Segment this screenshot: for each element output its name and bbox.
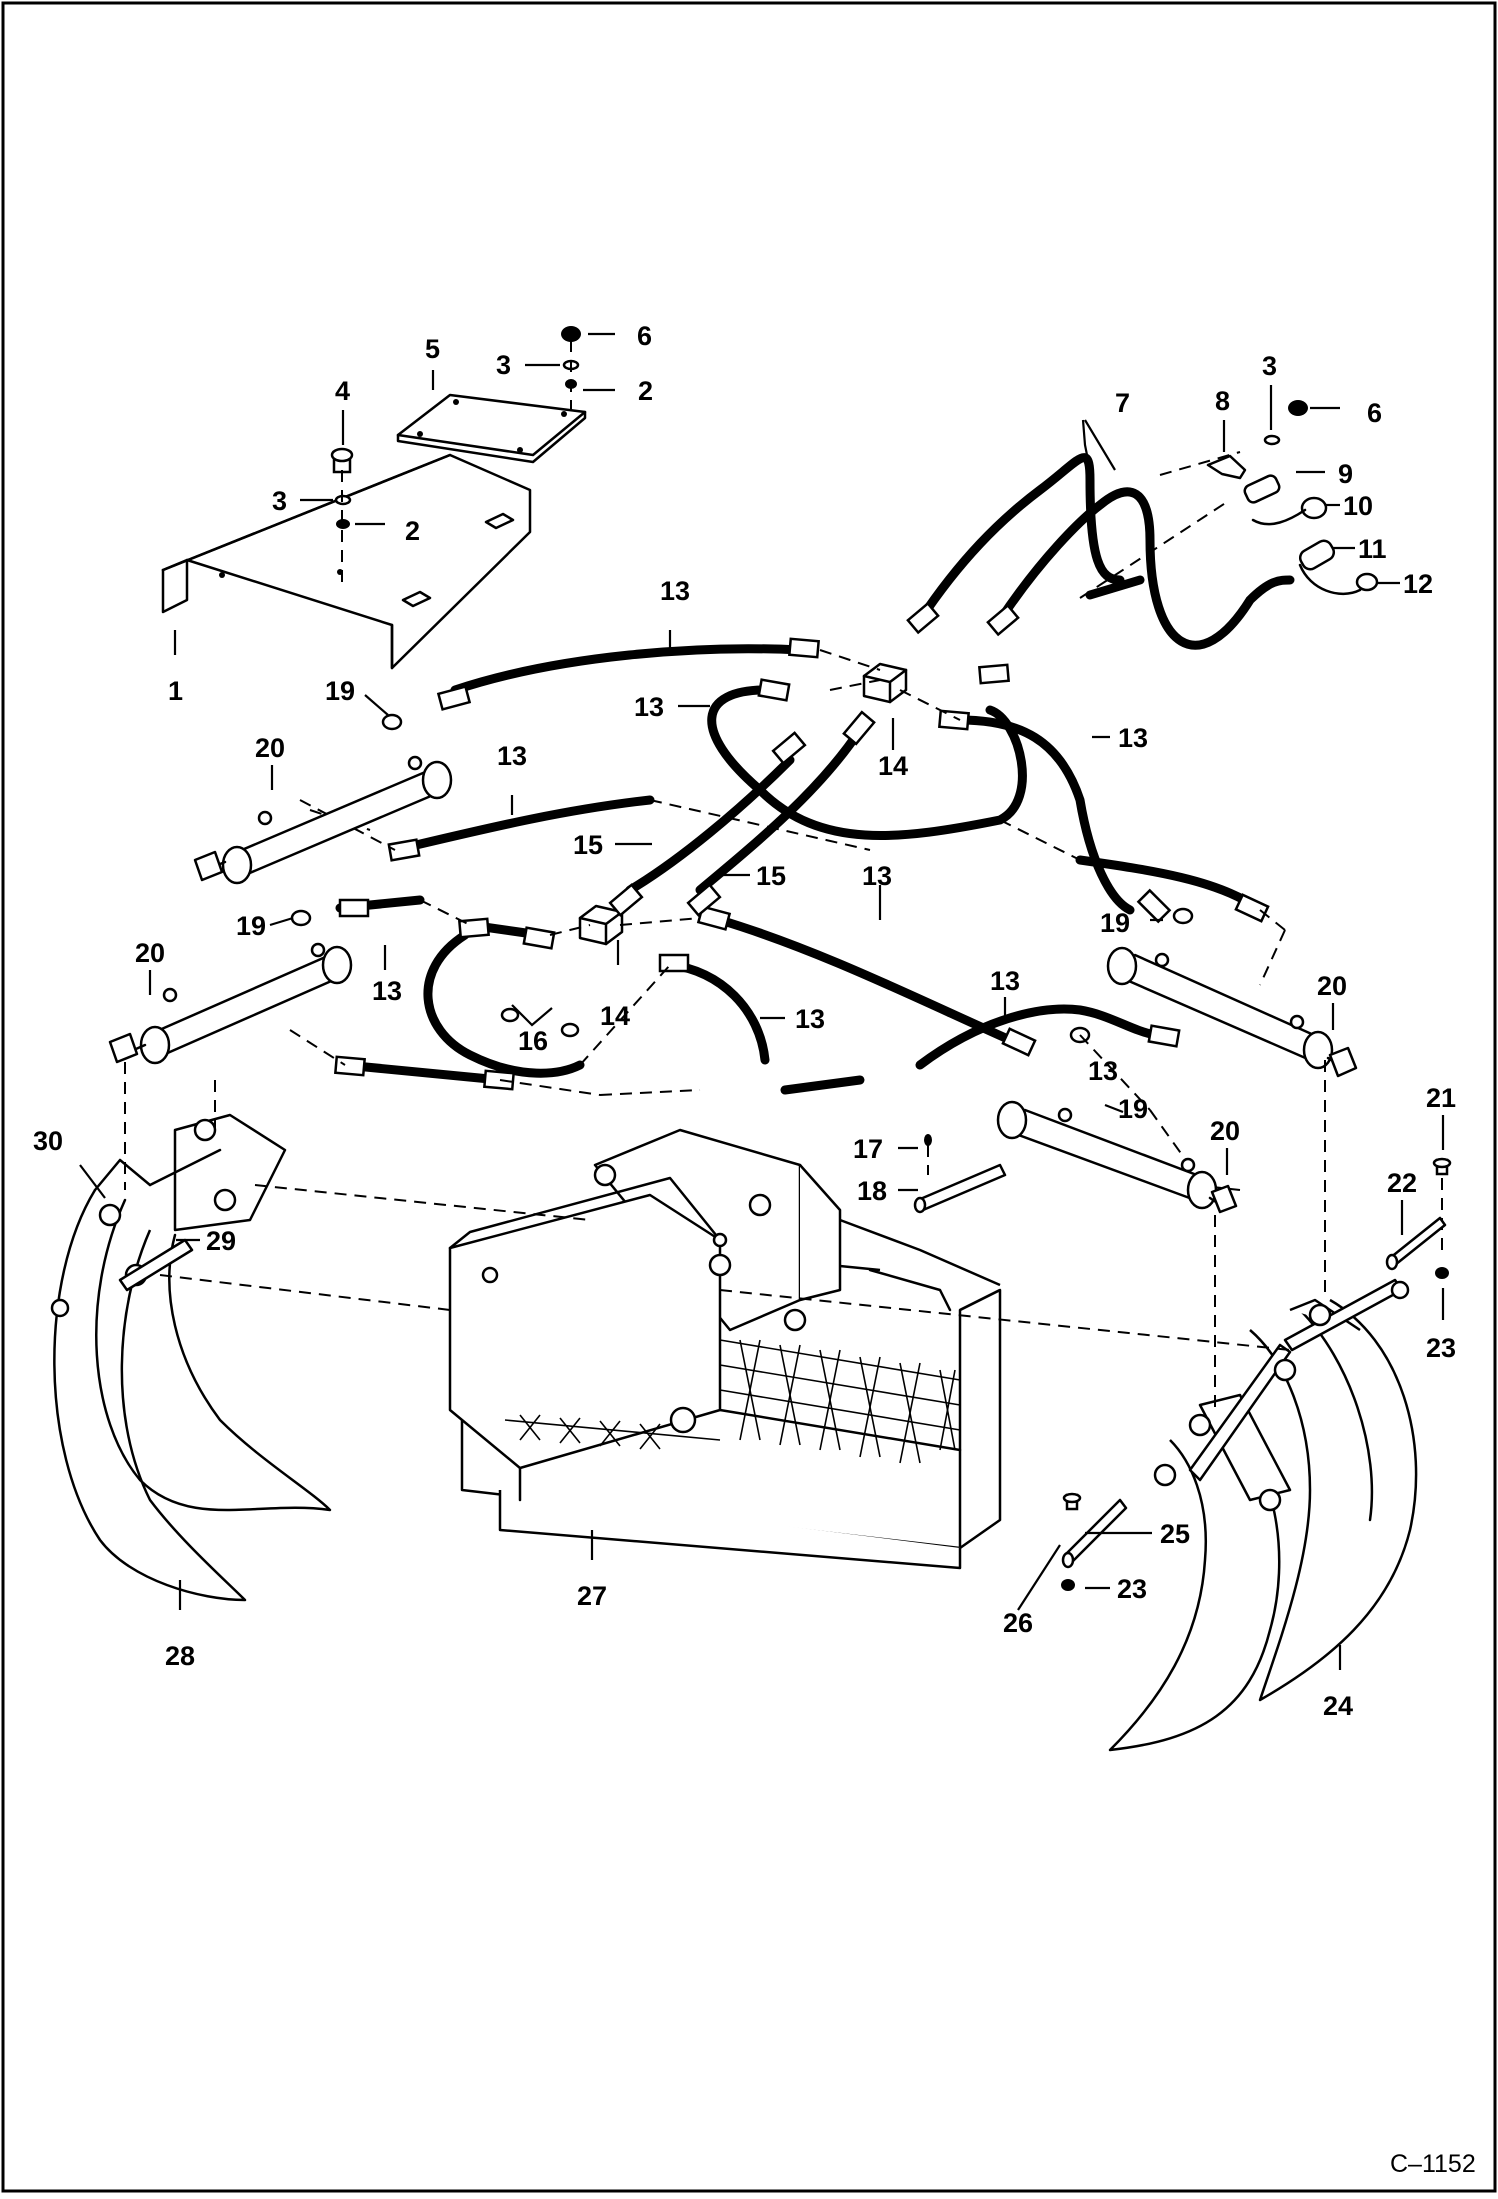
callout-26: 26 bbox=[1003, 1608, 1033, 1638]
cylinder-20-upper-left bbox=[193, 755, 453, 885]
callout-13: 13 bbox=[1118, 723, 1148, 753]
callout-13: 13 bbox=[660, 576, 690, 606]
callout-19: 19 bbox=[1100, 908, 1130, 938]
hoses-13-15 bbox=[290, 637, 1270, 1095]
cylinder-20-right-upper bbox=[1106, 946, 1358, 1078]
manifold-14-lower bbox=[578, 904, 624, 946]
callout-24: 24 bbox=[1323, 1691, 1353, 1721]
hardware-right bbox=[1061, 1157, 1452, 1591]
callout-2: 2 bbox=[405, 516, 420, 546]
callout-20: 20 bbox=[1317, 971, 1347, 1001]
callout-25: 25 bbox=[1160, 1519, 1190, 1549]
callout-5: 5 bbox=[425, 334, 440, 364]
callout-23: 23 bbox=[1117, 1574, 1147, 1604]
callout-3: 3 bbox=[1262, 351, 1277, 381]
callout-13: 13 bbox=[634, 692, 664, 722]
callout-7: 7 bbox=[1115, 388, 1130, 418]
callout-13: 13 bbox=[497, 741, 527, 771]
callout-2: 2 bbox=[638, 376, 653, 406]
callout-11: 11 bbox=[1358, 534, 1387, 564]
callout-13: 13 bbox=[990, 966, 1020, 996]
callout-19: 19 bbox=[1118, 1094, 1148, 1124]
callout-4: 4 bbox=[335, 376, 350, 406]
callout-13: 13 bbox=[1088, 1056, 1118, 1086]
callout-12: 12 bbox=[1403, 569, 1433, 599]
couplers-8-12 bbox=[1079, 400, 1379, 599]
callout-1: 1 bbox=[168, 676, 183, 706]
cylinder-20-right-lower bbox=[996, 1100, 1238, 1214]
callout-13: 13 bbox=[372, 976, 402, 1006]
part-27-grapple-frame bbox=[448, 1128, 1002, 1570]
callout-13: 13 bbox=[862, 861, 892, 891]
callout-6: 6 bbox=[637, 321, 652, 351]
callout-15: 15 bbox=[573, 830, 603, 860]
hardware-cover bbox=[330, 326, 581, 585]
callout-18: 18 bbox=[857, 1176, 887, 1206]
callout-3: 3 bbox=[272, 486, 287, 516]
callout-30: 30 bbox=[33, 1126, 63, 1156]
part-24-right-jaw bbox=[719, 1060, 1418, 1752]
callout-13: 13 bbox=[795, 1004, 825, 1034]
callout-14: 14 bbox=[878, 751, 908, 781]
part-1-cover bbox=[161, 453, 532, 670]
leader-lines bbox=[79, 332, 1445, 1670]
callout-19: 19 bbox=[325, 676, 355, 706]
callout-19: 19 bbox=[236, 911, 266, 941]
callout-23: 23 bbox=[1426, 1333, 1456, 1363]
hose-group-7 bbox=[906, 453, 1295, 650]
callout-20: 20 bbox=[255, 733, 285, 763]
callout-14: 14 bbox=[600, 1001, 630, 1031]
callout-17: 17 bbox=[853, 1134, 883, 1164]
callout-3: 3 bbox=[496, 350, 511, 380]
callout-22: 22 bbox=[1387, 1168, 1417, 1198]
callout-10: 10 bbox=[1343, 491, 1373, 521]
callout-15: 15 bbox=[756, 861, 786, 891]
callout-8: 8 bbox=[1215, 386, 1230, 416]
callout-6: 6 bbox=[1367, 398, 1382, 428]
callout-20: 20 bbox=[1210, 1116, 1240, 1146]
manifold-14-upper bbox=[862, 662, 908, 704]
callout-28: 28 bbox=[165, 1641, 195, 1671]
callout-20: 20 bbox=[135, 938, 165, 968]
callout-16: 16 bbox=[518, 1026, 548, 1056]
part-28-left-jaw bbox=[50, 1062, 591, 1602]
callout-9: 9 bbox=[1338, 459, 1353, 489]
pins-17-18 bbox=[913, 1134, 1007, 1214]
callout-21: 21 bbox=[1426, 1083, 1456, 1113]
callout-29: 29 bbox=[206, 1226, 236, 1256]
callout-labels: 1 2 2 3 3 3 4 5 6 6 7 8 9 10 11 12 13 13… bbox=[33, 321, 1476, 2178]
cylinder-20-lower-left bbox=[108, 942, 353, 1065]
part-5-plate bbox=[396, 393, 587, 464]
figure-number: C–1152 bbox=[1390, 2150, 1476, 2178]
callout-27: 27 bbox=[577, 1581, 607, 1611]
